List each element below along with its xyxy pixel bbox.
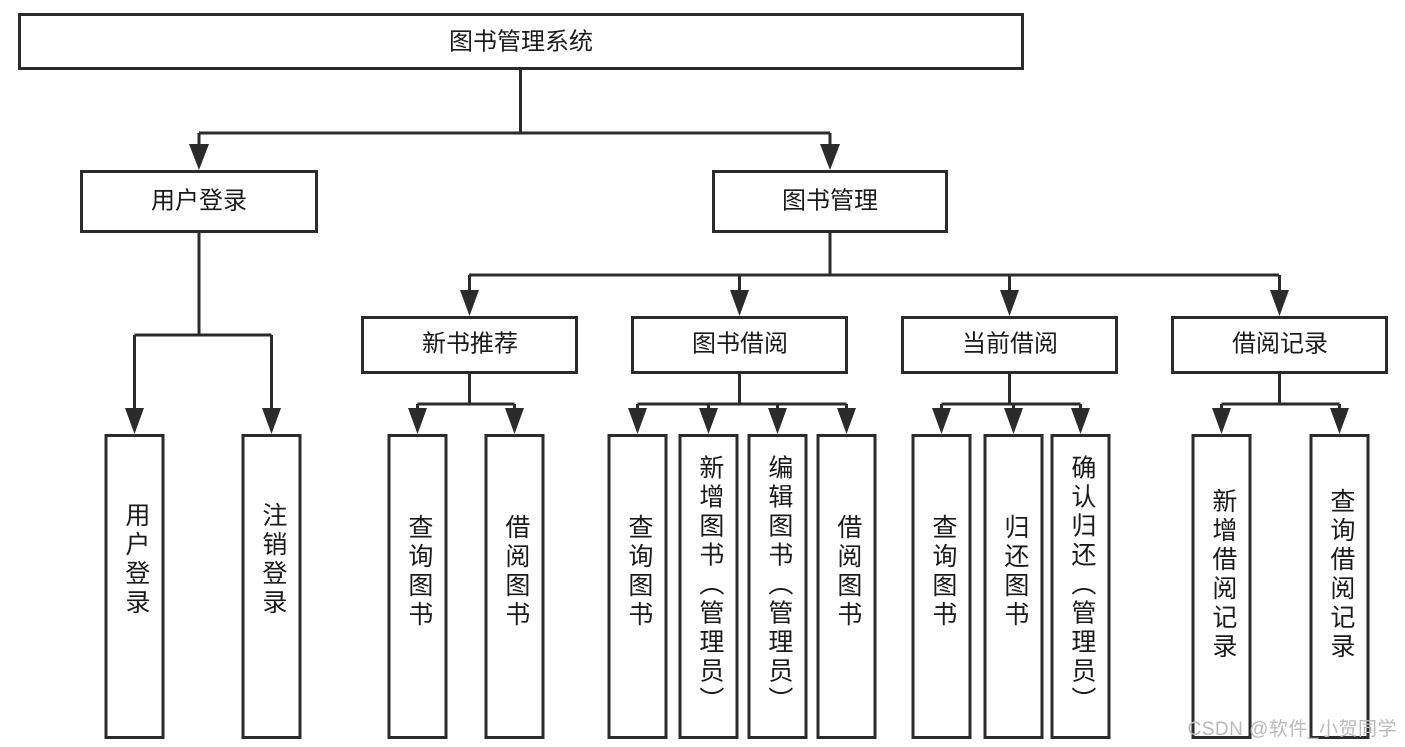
arrow-head-icon: [460, 290, 479, 316]
leaf-node-query-borrow-record[interactable]: 查询借阅记录: [1309, 434, 1370, 739]
leaf-node-borrow-books[interactable]: 借阅图书: [816, 434, 877, 739]
node-current-borrowing[interactable]: 当前借阅: [901, 316, 1118, 374]
arrow-head-icon: [1071, 408, 1090, 434]
node-current-borrowing-box[interactable]: [901, 316, 1118, 374]
arrow-head-icon: [628, 408, 647, 434]
leaf-box[interactable]: [816, 434, 877, 739]
arrow-head-icon: [699, 408, 718, 434]
leaf-label: 编辑图书（管理员）: [765, 455, 794, 716]
leaf-node-edit-book-admin[interactable]: 编辑图书（管理员）: [747, 434, 808, 739]
leaf-label: 用户登录: [122, 502, 151, 618]
node-root-book-management-system[interactable]: 图书管理系统: [18, 13, 1024, 70]
node-current-borrowing-label: 当前借阅: [962, 330, 1058, 357]
node-book-borrowing-box[interactable]: [631, 316, 848, 374]
node-borrowing-records[interactable]: 借阅记录: [1171, 316, 1388, 374]
leaf-node-query-books-borrow[interactable]: 查询图书: [607, 434, 668, 739]
leaf-label: 归还图书: [1001, 514, 1030, 630]
node-new-book-recommendation-box[interactable]: [361, 316, 578, 374]
leaf-box[interactable]: [484, 434, 545, 739]
node-root-box[interactable]: [18, 13, 1024, 70]
leaf-box[interactable]: [104, 434, 165, 739]
leaf-node-query-books-newbook[interactable]: 查询图书: [387, 434, 448, 739]
leaf-label: 注销登录: [259, 502, 288, 618]
arrow-head-icon: [1000, 290, 1019, 316]
node-book-management[interactable]: 图书管理: [712, 170, 948, 233]
node-book-borrowing[interactable]: 图书借阅: [631, 316, 848, 374]
arrow-head-icon: [1330, 408, 1349, 434]
leaf-box[interactable]: [747, 434, 808, 739]
leaf-node-query-books-current[interactable]: 查询图书: [911, 434, 972, 739]
arrow-head-icon: [1212, 408, 1231, 434]
leaf-box[interactable]: [387, 434, 448, 739]
node-new-book-recommendation-label: 新书推荐: [422, 330, 518, 357]
leaf-node-confirm-return-admin[interactable]: 确认归还（管理员）: [1050, 434, 1111, 739]
arrow-heads: [125, 144, 1349, 434]
leaf-box[interactable]: [1309, 434, 1370, 739]
node-book-management-box[interactable]: [712, 170, 948, 233]
leaf-node-return-books[interactable]: 归还图书: [983, 434, 1044, 739]
leaf-label: 查询图书: [405, 514, 434, 630]
leaf-box[interactable]: [1050, 434, 1111, 739]
leaf-label: 新增借阅记录: [1209, 488, 1238, 662]
node-borrowing-records-box[interactable]: [1171, 316, 1388, 374]
arrow-head-icon: [408, 408, 427, 434]
node-user-login-box[interactable]: [80, 170, 318, 233]
leaf-label: 确认归还（管理员）: [1068, 455, 1097, 716]
leaf-label: 查询图书: [625, 514, 654, 630]
node-book-management-label: 图书管理: [782, 187, 878, 214]
node-borrowing-records-label: 借阅记录: [1232, 330, 1328, 357]
leaf-box[interactable]: [607, 434, 668, 739]
leaf-node-logout[interactable]: 注销登录: [241, 434, 302, 739]
arrow-head-icon: [505, 408, 524, 434]
leaf-box[interactable]: [241, 434, 302, 739]
leaf-label: 查询图书: [929, 514, 958, 630]
node-root-label: 图书管理系统: [449, 28, 593, 55]
leaf-box[interactable]: [678, 434, 739, 739]
arrow-head-icon: [189, 144, 209, 170]
leaf-node-user-login[interactable]: 用户登录: [104, 434, 165, 739]
leaf-label: 借阅图书: [502, 514, 531, 630]
leaf-box[interactable]: [1191, 434, 1252, 739]
node-book-borrowing-label: 图书借阅: [692, 330, 788, 357]
arrow-head-icon: [1004, 408, 1023, 434]
arrow-head-icon: [125, 408, 144, 434]
leaf-node-add-book-admin[interactable]: 新增图书（管理员）: [678, 434, 739, 739]
arrow-head-icon: [730, 290, 749, 316]
node-new-book-recommendation[interactable]: 新书推荐: [361, 316, 578, 374]
leaf-node-add-borrow-record[interactable]: 新增借阅记录: [1191, 434, 1252, 739]
arrow-head-icon: [820, 144, 840, 170]
arrow-head-icon: [262, 408, 281, 434]
arrow-head-icon: [1270, 290, 1289, 316]
leaf-label: 查询借阅记录: [1327, 488, 1356, 662]
arrow-head-icon: [932, 408, 951, 434]
arrow-head-icon: [837, 408, 856, 434]
leaf-label: 新增图书（管理员）: [696, 455, 725, 716]
leaf-box[interactable]: [911, 434, 972, 739]
leaf-box[interactable]: [983, 434, 1044, 739]
node-user-login-label: 用户登录: [151, 187, 247, 214]
leaf-label: 借阅图书: [834, 514, 863, 630]
csdn-watermark: CSDN @软件_小贺同学: [1187, 719, 1397, 740]
arrow-head-icon: [768, 408, 787, 434]
leaf-node-borrow-books-newbook[interactable]: 借阅图书: [484, 434, 545, 739]
node-user-login[interactable]: 用户登录: [80, 170, 318, 233]
